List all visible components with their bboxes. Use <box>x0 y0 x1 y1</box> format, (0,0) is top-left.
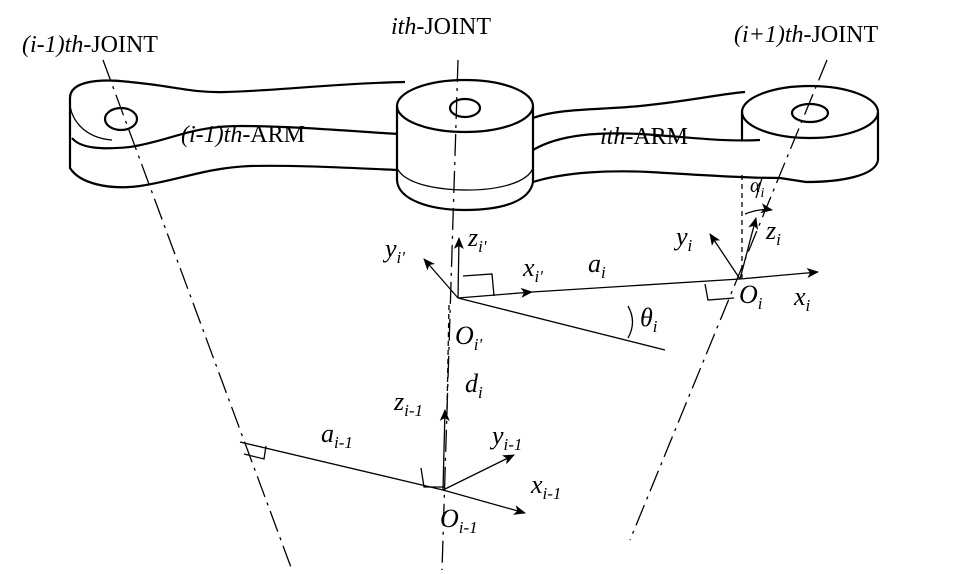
axis-x-i <box>739 268 819 280</box>
label-x-i-prime: xi' <box>522 253 543 286</box>
axis-y-i-minus-1 <box>442 454 515 491</box>
alpha-arc <box>744 203 773 215</box>
label-z-i-prime: zi' <box>467 223 487 256</box>
label-alpha-i: αi <box>750 175 765 201</box>
axis-y-i-prime <box>423 258 459 299</box>
label-prev-joint: (i-1)th-JOINT <box>22 32 158 58</box>
frame-i <box>704 175 819 301</box>
curr-arm-top <box>532 90 746 120</box>
curr-joint-top <box>395 78 535 134</box>
label-y-i: yi <box>673 222 693 255</box>
label-a-i: ai <box>588 249 606 282</box>
prev-arm-top <box>68 79 406 99</box>
common-normal-a-i <box>531 278 741 293</box>
curr-arm-under <box>532 132 761 151</box>
theta-ref-line <box>457 297 666 351</box>
curr-joint-side <box>395 106 535 212</box>
label-z-i-minus-1: zi-1 <box>393 387 423 420</box>
axis-z-i-minus-1 <box>439 409 450 491</box>
label-z-i: zi <box>765 216 781 249</box>
prev-joint-hole <box>103 106 139 132</box>
prev-arm-top-rim <box>69 97 113 141</box>
prev-arm-bottom-edge <box>71 124 399 150</box>
right-angle-a-prev <box>243 445 267 460</box>
label-o-i-prime: Oi' <box>455 321 483 354</box>
label-d-i: di <box>465 369 483 402</box>
curr-arm-base <box>532 170 781 184</box>
prev-joint-axis <box>102 59 293 571</box>
curr-joint-band <box>396 167 534 191</box>
label-next-joint: (i+1)th-JOINT <box>734 22 879 48</box>
next-joint-top <box>740 84 880 140</box>
right-angle-i <box>704 283 735 301</box>
label-curr-arm: ith-ARM <box>600 124 688 150</box>
frame-i-minus-1 <box>239 304 526 515</box>
prev-arm-base <box>68 98 399 189</box>
label-y-i-minus-1: yi-1 <box>489 421 522 454</box>
next-joint-hole <box>790 102 830 124</box>
axis-x-i-prime <box>457 287 533 299</box>
right-angle-i-minus-1 <box>420 467 445 488</box>
joint-axes <box>102 59 828 571</box>
label-prev-arm: (i-1)th-ARM <box>181 122 305 148</box>
axis-y-i <box>709 233 741 280</box>
axis-x-i-minus-1 <box>442 489 526 515</box>
label-o-i-minus-1: Oi-1 <box>440 504 478 537</box>
label-theta-i: θi <box>640 303 658 336</box>
common-normal-a-prev <box>239 441 444 491</box>
next-joint-axis <box>629 59 828 541</box>
label-curr-joint: ith-JOINT <box>391 14 491 40</box>
label-y-i-prime: yi' <box>382 234 405 267</box>
arm-assembly <box>68 78 880 212</box>
alpha-tick <box>755 177 763 199</box>
axis-z-i-prime <box>453 237 464 299</box>
label-x-i-minus-1: xi-1 <box>530 470 561 503</box>
curr-joint-hole <box>448 97 482 119</box>
label-x-i: xi <box>793 282 811 315</box>
label-o-i: Oi <box>739 280 763 313</box>
label-a-prev: ai-1 <box>321 419 353 452</box>
right-angle-i-prime <box>462 273 495 297</box>
theta-arc <box>627 305 634 339</box>
next-joint-side <box>740 112 880 184</box>
axis-z-i <box>739 217 759 280</box>
frame-i-prime <box>423 237 741 351</box>
curr-joint-axis <box>441 59 459 571</box>
